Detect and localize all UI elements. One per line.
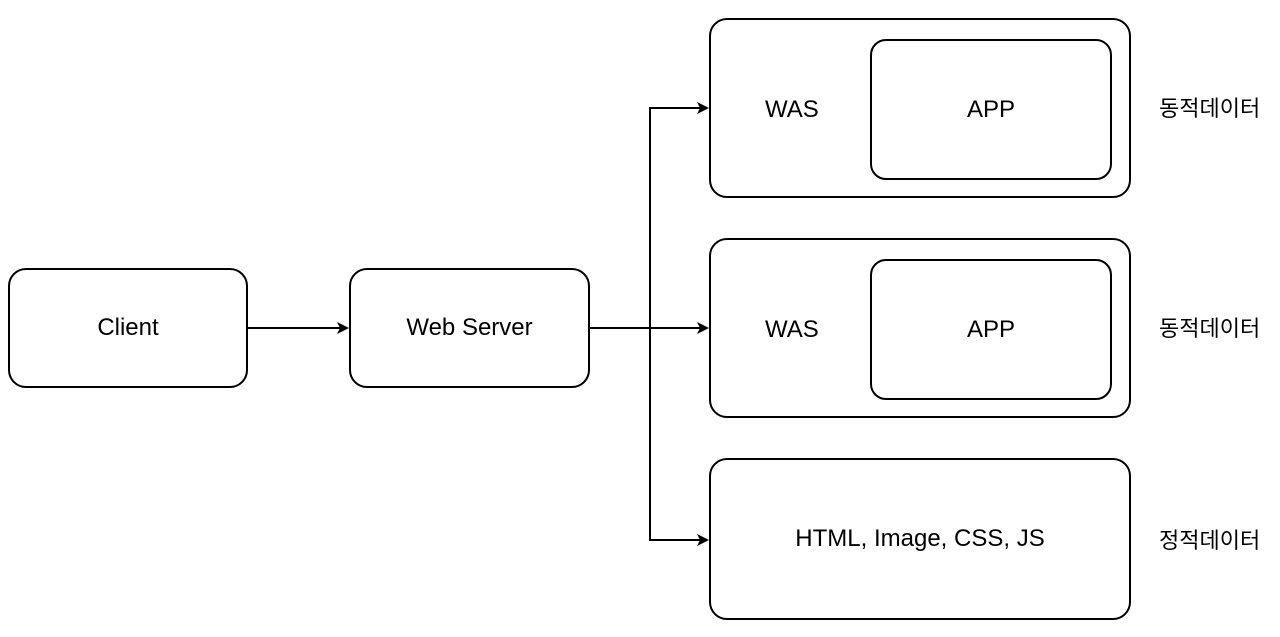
edge-web-server-to-static-box [649, 328, 709, 546]
static-content-label: HTML, Image, CSS, JS [795, 525, 1045, 552]
was-box-2: WAS APP [709, 238, 1131, 418]
dynamic-data-label-1: 동적데이터 [1159, 96, 1261, 121]
app-box-2: APP [870, 259, 1112, 400]
client-label: Client [97, 314, 159, 341]
was-1-label: WAS [765, 96, 819, 123]
was-2-label: WAS [765, 316, 819, 343]
client-box: Client [8, 268, 248, 388]
edge-web-server-to-was-1 [590, 102, 709, 329]
static-content-box: HTML, Image, CSS, JS [709, 458, 1131, 620]
web-server-label: Web Server [406, 314, 533, 341]
dynamic-data-label-2: 동적데이터 [1159, 316, 1261, 341]
was-box-1: WAS APP [709, 18, 1131, 198]
static-data-label: 정적데이터 [1159, 528, 1261, 553]
app-2-label: APP [966, 315, 1016, 343]
app-1-label: APP [966, 95, 1016, 123]
app-box-1: APP [870, 39, 1112, 180]
web-server-box: Web Server [349, 268, 590, 388]
